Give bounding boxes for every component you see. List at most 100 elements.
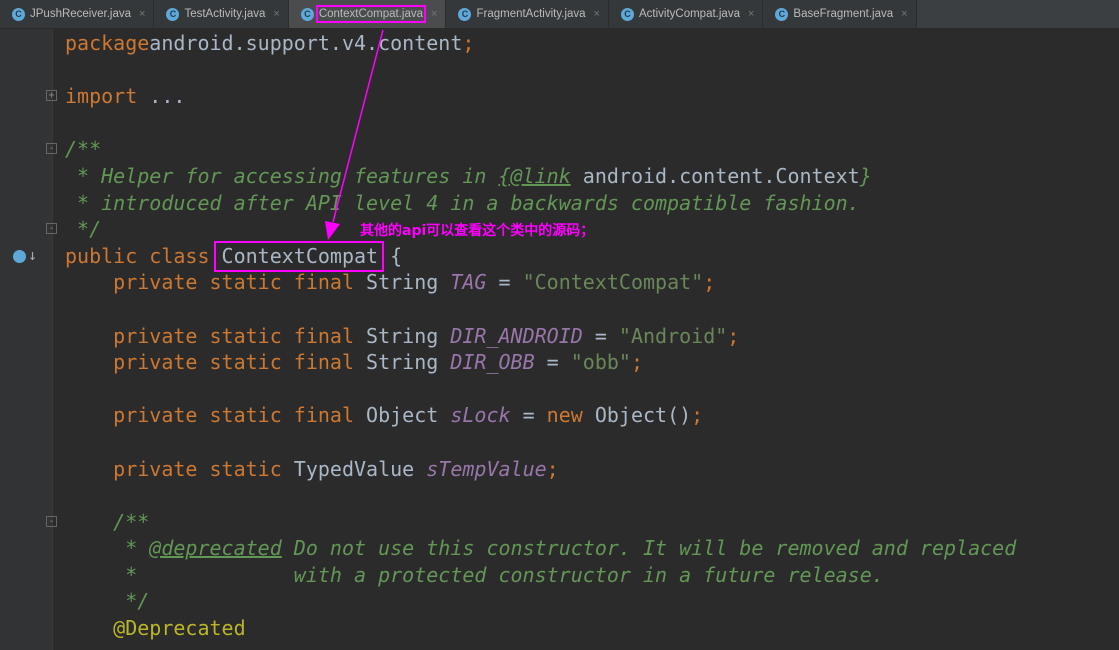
code-token: Do not use this constructor. It will be … xyxy=(281,536,1017,561)
code-token: private static final xyxy=(65,403,367,428)
code-token: * with a protected constructor in a futu… xyxy=(65,562,884,587)
close-icon[interactable]: × xyxy=(139,8,146,20)
tab-activitycompat[interactable]: C ActivityCompat.java × xyxy=(608,0,764,28)
code-token: ; xyxy=(727,323,740,348)
code-line: packageandroid.support.v4.content; xyxy=(65,30,1016,57)
code-line: public class ContextCompat { xyxy=(65,243,1016,270)
code-token: = xyxy=(582,323,619,348)
down-arrow-icon: ↓ xyxy=(28,246,38,264)
code-token: * introduced after API level 4 in a back… xyxy=(65,190,860,215)
tab-label: ActivityCompat.java xyxy=(638,8,740,20)
tab-label: ContextCompat.java xyxy=(315,5,427,23)
code-line: */ xyxy=(65,216,1016,243)
code-line: private static final Object sLock = new … xyxy=(65,402,1016,429)
code-token: TypedValue xyxy=(293,456,427,481)
override-marker-icon[interactable] xyxy=(13,250,26,263)
code-token: private static final xyxy=(65,270,367,295)
code-token: = xyxy=(534,350,571,375)
code-line: * with a protected constructor in a futu… xyxy=(65,562,1016,589)
code-line: private static final String TAG = "Conte… xyxy=(65,269,1016,296)
tab-label: FragmentActivity.java xyxy=(476,8,586,20)
editor-gutter xyxy=(0,29,53,650)
code-line: * introduced after API level 4 in a back… xyxy=(65,190,1016,217)
code-token: * Helper for accessing features in xyxy=(65,163,499,188)
code-token: new xyxy=(546,403,595,428)
code-line: * @deprecated Do not use this constructo… xyxy=(65,535,1016,562)
code-editor[interactable]: packageandroid.support.v4.content; import… xyxy=(65,30,1016,642)
code-line: private static final String DIR_ANDROID … xyxy=(65,323,1016,350)
code-token: /** xyxy=(65,137,102,162)
code-token: ; xyxy=(546,456,559,481)
code-token: @deprecated xyxy=(149,536,282,561)
class-icon: C xyxy=(12,7,25,21)
arrowhead-icon xyxy=(325,221,340,240)
code-token: ContextCompat { xyxy=(221,243,403,268)
code-token: package xyxy=(65,31,150,55)
code-token: String xyxy=(366,350,451,375)
fold-end-icon[interactable]: - xyxy=(46,223,57,234)
code-line: /** xyxy=(65,509,1016,536)
code-token: ; xyxy=(703,270,716,295)
code-token: /** xyxy=(65,509,150,534)
code-line: private static TypedValue sTempValue; xyxy=(65,456,1016,483)
code-token: DIR_ANDROID xyxy=(450,323,583,348)
code-token: @Deprecated xyxy=(65,616,246,641)
code-line: /** xyxy=(65,136,1016,163)
tab-label: JPushReceiver.java xyxy=(30,8,131,20)
code-token: android.content.Context xyxy=(570,163,860,188)
code-token: sTempValue xyxy=(426,456,547,481)
code-token: private static final xyxy=(65,323,367,348)
code-token: private static xyxy=(65,456,294,481)
code-token: {@link xyxy=(498,163,571,188)
annotation-arrow xyxy=(332,29,384,223)
code-token: } xyxy=(859,163,872,188)
code-token: Object xyxy=(366,403,451,428)
code-token: String xyxy=(366,270,451,295)
code-line: @Deprecated xyxy=(65,615,1016,642)
code-token: sLock xyxy=(450,403,511,428)
code-token: public class xyxy=(65,243,222,268)
close-icon[interactable]: × xyxy=(747,8,755,20)
code-token: Object() xyxy=(594,403,692,428)
close-icon[interactable]: × xyxy=(273,8,280,20)
code-token: private static final xyxy=(65,350,367,375)
code-token: DIR_OBB xyxy=(450,350,535,375)
fold-import-icon[interactable]: + xyxy=(46,90,57,101)
close-icon[interactable]: × xyxy=(431,8,438,20)
code-token: = xyxy=(510,403,547,428)
class-icon: C xyxy=(458,7,472,21)
tab-jpushreceiver[interactable]: C JPushReceiver.java × xyxy=(0,0,155,28)
code-token: = xyxy=(486,270,523,295)
code-token: import xyxy=(65,84,138,109)
class-name-highlight-box xyxy=(214,241,384,272)
code-token: ; xyxy=(630,350,644,375)
fold-comment-icon[interactable]: - xyxy=(46,516,57,527)
close-icon[interactable]: × xyxy=(593,8,600,20)
code-token: TAG xyxy=(450,270,487,295)
code-token: ; xyxy=(462,31,475,55)
class-icon: C xyxy=(620,7,634,21)
fold-comment-icon[interactable]: - xyxy=(46,143,57,154)
class-icon: C xyxy=(775,7,789,21)
code-line: import ... xyxy=(65,83,1016,110)
code-line: */ xyxy=(65,588,1016,615)
code-token: * xyxy=(65,536,150,561)
close-icon[interactable]: × xyxy=(901,8,908,20)
annotation-note: 其他的api可以查看这个类中的源码； xyxy=(360,223,595,239)
code-token: "ContextCompat" xyxy=(522,270,704,295)
code-line: * Helper for accessing features in {@lin… xyxy=(65,163,1016,190)
code-token: String xyxy=(366,323,451,348)
code-token: */ xyxy=(65,217,102,242)
tab-fragmentactivity[interactable]: C FragmentActivity.java × xyxy=(446,0,609,28)
code-token: "obb" xyxy=(570,350,631,375)
tab-label: TestActivity.java xyxy=(184,8,266,20)
code-token: ... xyxy=(137,84,186,109)
code-line: private static final String DIR_OBB = "o… xyxy=(65,349,1016,376)
code-token: */ xyxy=(65,589,150,614)
tab-label: BaseFragment.java xyxy=(793,8,894,20)
tab-basefragment[interactable]: C BaseFragment.java × xyxy=(763,0,917,28)
